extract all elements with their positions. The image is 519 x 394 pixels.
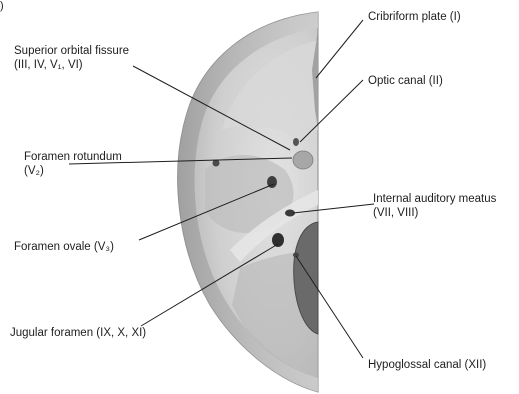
label-superior-orbital-fissure: Superior orbital fissure (III, IV, V₁, V… <box>14 44 129 72</box>
jugular-foramen-hole <box>272 233 284 247</box>
sella-turcica <box>293 151 313 169</box>
label-jugular-foramen: Jugular foramen (IX, X, XI) <box>10 326 146 340</box>
optic-canal-hole <box>293 138 299 146</box>
leader-cribriform <box>316 20 363 78</box>
label-foramen-ovale: Foramen ovale (V₃) <box>14 240 114 254</box>
label-cribriform-plate: Cribriform plate (I) <box>368 10 461 24</box>
label-optic-canal: Optic canal (II) <box>368 74 443 88</box>
label-internal-auditory-meatus: Internal auditory meatus (VII, VIII) <box>373 192 496 220</box>
label-hypoglossal-canal: Hypoglossal canal (XII) <box>368 358 486 372</box>
label-foramen-rotundum: Foramen rotundum (V₂) <box>24 150 122 178</box>
